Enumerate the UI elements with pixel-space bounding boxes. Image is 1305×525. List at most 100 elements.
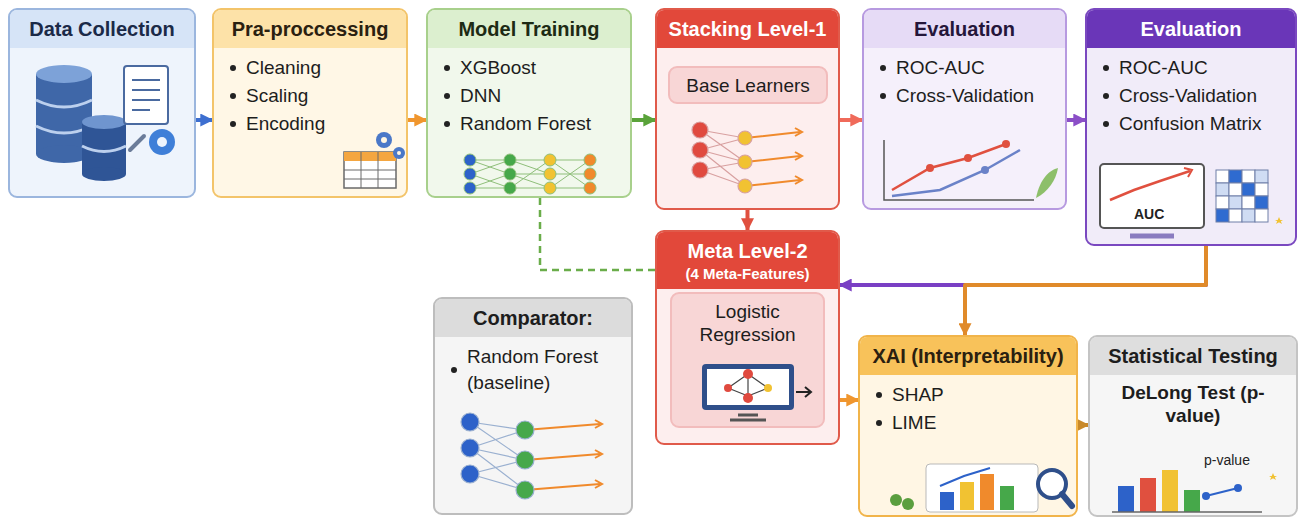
neural-network-icon bbox=[464, 154, 596, 194]
process-box: Comparator: Random Forest (baseline) bbox=[433, 297, 633, 515]
flow-arrow bbox=[840, 118, 862, 122]
bullet-item: Encoding bbox=[214, 111, 406, 137]
inner-box: Base Learners bbox=[668, 66, 828, 104]
box-heading: Stacking Level-1 bbox=[665, 17, 830, 42]
bullet-text: ROC-AUC bbox=[1119, 55, 1208, 81]
process-box: XAI (Interpretability) SHAPLIME bbox=[858, 335, 1078, 517]
bullet-dot bbox=[230, 121, 236, 127]
bullet-list bbox=[657, 48, 838, 53]
flow-arrow bbox=[408, 118, 426, 122]
box-heading: Model Training bbox=[436, 17, 622, 42]
bullet-dot bbox=[230, 65, 236, 71]
bullet-dot bbox=[880, 93, 886, 99]
bullet-list: ROC-AUCCross-ValidationConfusion Matrix bbox=[1087, 48, 1295, 137]
flow-arrow bbox=[840, 246, 1206, 285]
bullet-item: Cleaning bbox=[214, 55, 406, 81]
base-learner-network bbox=[692, 122, 802, 193]
header-band: Model Training bbox=[428, 10, 630, 48]
shap-bar-chart bbox=[890, 464, 1072, 512]
random-forest-network bbox=[461, 413, 602, 499]
bullet-item: Confusion Matrix bbox=[1087, 111, 1295, 137]
bullet-text: Cross-Validation bbox=[896, 83, 1034, 109]
box-heading: XAI (Interpretability) bbox=[868, 344, 1068, 369]
bullet-item: Random Forest (baseline) bbox=[435, 344, 631, 396]
inner-box: Logistic Regression bbox=[670, 292, 825, 428]
flow-arrow bbox=[840, 398, 858, 402]
bullet-dot bbox=[876, 420, 882, 426]
p-value-bar-chart bbox=[1112, 470, 1277, 512]
header-band: Data Collection bbox=[10, 10, 194, 48]
process-box: Model TrainingXGBoostDNNRandom Forest bbox=[426, 8, 632, 198]
flow-arrow bbox=[632, 118, 655, 122]
box-heading: Statistical Testing bbox=[1098, 344, 1288, 369]
process-box: Data Collection bbox=[8, 8, 196, 198]
header-band: Meta Level-2(4 Meta-Features) bbox=[657, 232, 838, 289]
box-heading: (4 Meta-Features) bbox=[665, 264, 830, 283]
bullet-item: DNN bbox=[428, 83, 630, 109]
box-text: Logistic Regression bbox=[672, 294, 823, 346]
process-box: Pra-proccessingCleaningScalingEncoding bbox=[212, 8, 408, 198]
bullet-text: LIME bbox=[892, 410, 936, 436]
bullet-dot bbox=[1103, 93, 1109, 99]
bullet-text: Random Forest (baseline) bbox=[467, 344, 631, 396]
bullet-item: XGBoost bbox=[428, 55, 630, 81]
bullet-item: Random Forest bbox=[428, 111, 630, 137]
bullet-dot bbox=[1103, 121, 1109, 127]
illustration-label: p-value bbox=[1204, 452, 1250, 468]
process-box: EvaluationROC-AUCCross-Validation bbox=[862, 8, 1067, 210]
logistic-monitor-icon bbox=[702, 364, 811, 420]
header-band: Stacking Level-1 bbox=[657, 10, 838, 48]
flow-arrow bbox=[196, 118, 212, 122]
roc-chart bbox=[884, 140, 1058, 200]
bullet-item: LIME bbox=[860, 410, 1076, 436]
bullet-list: ROC-AUCCross-Validation bbox=[864, 48, 1065, 109]
bullet-text: Confusion Matrix bbox=[1119, 111, 1262, 137]
process-box: Stacking Level-1Base Learners bbox=[655, 8, 840, 210]
bullet-list: XGBoostDNNRandom Forest bbox=[428, 48, 630, 137]
bullet-text: XGBoost bbox=[460, 55, 536, 81]
bullet-item: Cross-Validation bbox=[864, 83, 1065, 109]
bullet-dot bbox=[876, 392, 882, 398]
bullet-dot bbox=[444, 65, 450, 71]
bullet-text: Cross-Validation bbox=[1119, 83, 1257, 109]
database-icon bbox=[36, 65, 126, 181]
bullet-dot bbox=[880, 65, 886, 71]
bullet-item: ROC-AUC bbox=[864, 55, 1065, 81]
bullet-dot bbox=[451, 367, 457, 373]
header-band: Evaluation bbox=[864, 10, 1065, 48]
bullet-text: SHAP bbox=[892, 382, 944, 408]
bullet-dot bbox=[230, 93, 236, 99]
process-box: EvaluationROC-AUCCross-ValidationConfusi… bbox=[1085, 8, 1297, 246]
bullet-item: Cross-Validation bbox=[1087, 83, 1295, 109]
auc-monitor bbox=[1100, 164, 1204, 236]
flow-arrow bbox=[746, 210, 750, 230]
dashed-connector bbox=[540, 198, 655, 270]
flow-arrow bbox=[965, 246, 1206, 335]
document-icon bbox=[124, 66, 175, 155]
process-box: Statistical TestingDeLong Test (p-value) bbox=[1088, 335, 1298, 517]
header-band: XAI (Interpretability) bbox=[860, 337, 1076, 375]
box-heading: Pra-proccessing bbox=[222, 17, 398, 42]
bullet-item: ROC-AUC bbox=[1087, 55, 1295, 81]
bullet-dot bbox=[1103, 65, 1109, 71]
bullet-list bbox=[10, 48, 194, 53]
box-heading: Data Collection bbox=[18, 17, 186, 42]
bullet-dot bbox=[444, 93, 450, 99]
process-box: Meta Level-2(4 Meta-Features)Logistic Re… bbox=[655, 230, 840, 445]
bullet-list: Random Forest (baseline) bbox=[435, 337, 631, 396]
bullet-text: Cleaning bbox=[246, 55, 321, 81]
bullet-item: SHAP bbox=[860, 382, 1076, 408]
bullet-text: Random Forest bbox=[460, 111, 591, 137]
table-icon bbox=[344, 132, 405, 188]
box-heading: Evaluation bbox=[872, 17, 1057, 42]
illustration-label: AUC bbox=[1134, 206, 1164, 222]
header-band: Comparator: bbox=[435, 299, 631, 337]
flow-arrow bbox=[1067, 118, 1085, 122]
bullet-item: Scaling bbox=[214, 83, 406, 109]
header-band: Statistical Testing bbox=[1090, 337, 1296, 375]
box-heading: Evaluation bbox=[1095, 17, 1287, 42]
bullet-list: SHAPLIME bbox=[860, 375, 1076, 436]
bullet-dot bbox=[444, 121, 450, 127]
